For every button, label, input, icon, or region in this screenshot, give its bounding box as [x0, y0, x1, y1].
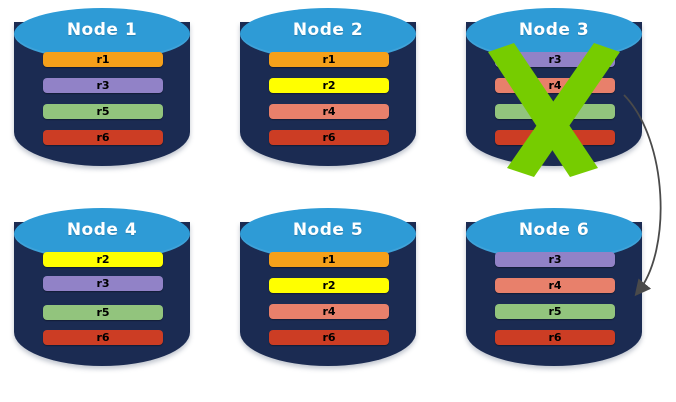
record-list: r1 r3 r5 r6: [14, 52, 190, 168]
record-bar-r6[interactable]: r6: [495, 330, 615, 345]
record-bar-r4[interactable]: r4: [269, 104, 389, 119]
x-stroke: [507, 43, 620, 177]
record-bar-r1[interactable]: r1: [43, 52, 163, 67]
record-bar-r1[interactable]: r1: [269, 52, 389, 67]
x-stroke: [488, 43, 598, 177]
record-bar-r4[interactable]: r4: [269, 304, 389, 319]
node-failure-x-icon: [488, 43, 620, 177]
cylinder-top-ellipse: [14, 208, 190, 260]
record-bar-r5[interactable]: r5: [43, 305, 163, 320]
cylinder-top-ellipse: [240, 8, 416, 60]
cylinder-top-ellipse: [14, 8, 190, 60]
database-node-3[interactable]: Node 3r3r4r5r6: [466, 8, 642, 180]
record-bar-r6[interactable]: r6: [43, 330, 163, 345]
record-list: r1 r2 r4 r6: [240, 52, 416, 168]
record-list: r2 r3 r5 r6: [14, 252, 190, 368]
record-bar-r1[interactable]: r1: [269, 252, 389, 267]
record-list: r3 r4 r5 r6: [466, 252, 642, 368]
record-bar-r2[interactable]: r2: [43, 252, 163, 267]
record-bar-r2[interactable]: r2: [269, 278, 389, 293]
cylinder-top-ellipse: [466, 208, 642, 260]
record-bar-r3[interactable]: r3: [43, 78, 163, 93]
record-list: r1 r2 r4 r6: [240, 252, 416, 368]
record-bar-r5[interactable]: r5: [43, 104, 163, 119]
record-bar-r3[interactable]: r3: [495, 252, 615, 267]
record-bar-r3[interactable]: r3: [43, 276, 163, 291]
cylinder-top-ellipse: [240, 208, 416, 260]
record-bar-r6[interactable]: r6: [43, 130, 163, 145]
record-bar-r2[interactable]: r2: [269, 78, 389, 93]
record-bar-r4[interactable]: r4: [495, 278, 615, 293]
record-bar-r6[interactable]: r6: [269, 130, 389, 145]
record-bar-r6[interactable]: r6: [269, 330, 389, 345]
record-bar-r5[interactable]: r5: [495, 304, 615, 319]
